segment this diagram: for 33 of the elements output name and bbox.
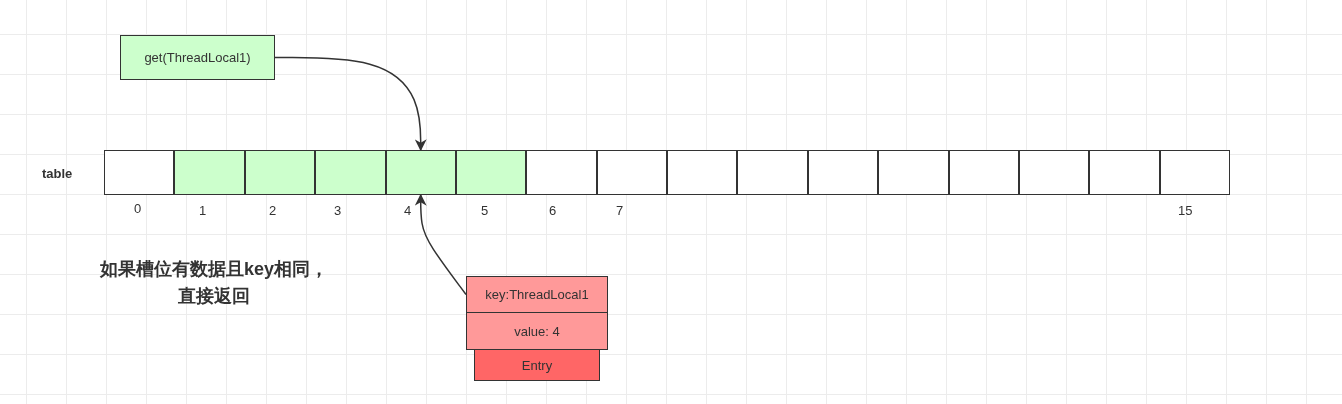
slot-index: 3: [334, 203, 342, 218]
slot-index: 2: [269, 203, 277, 218]
slot-index: 15: [1178, 203, 1193, 218]
entry-field-box: value: 4: [466, 312, 608, 350]
table-slot: [104, 150, 175, 195]
slot-index: 4: [404, 203, 412, 218]
slot-index: 5: [481, 203, 489, 218]
arrow: [274, 56, 427, 152]
table-slot: [1159, 150, 1230, 195]
table-slot: [878, 150, 949, 195]
slot-index: 0: [134, 201, 142, 216]
row-label: table: [42, 166, 73, 181]
function-call-box: get(ThreadLocal1): [120, 35, 275, 80]
slot-index: 6: [549, 203, 557, 218]
entry-field-box: key:ThreadLocal1: [466, 276, 608, 313]
table-slot: [1089, 150, 1160, 195]
table-slot: [526, 150, 597, 195]
table-slot: [1018, 150, 1090, 195]
table-slot: [174, 150, 245, 195]
table-slot: [385, 150, 456, 195]
arrow: [414, 193, 467, 296]
table-slot: [948, 150, 1019, 195]
entry-field-box: Entry: [474, 349, 600, 381]
table-slot: [315, 150, 386, 195]
table-slot: [807, 150, 879, 195]
table-slot: [667, 150, 738, 195]
table-slot: [596, 150, 667, 195]
table-slot: [455, 150, 527, 195]
table-slot: [244, 150, 316, 195]
slot-index: 7: [616, 203, 624, 218]
table-slot: [737, 150, 808, 195]
slot-index: 1: [199, 203, 207, 218]
note-text: 如果槽位有数据且key相同，直接返回: [98, 258, 329, 308]
